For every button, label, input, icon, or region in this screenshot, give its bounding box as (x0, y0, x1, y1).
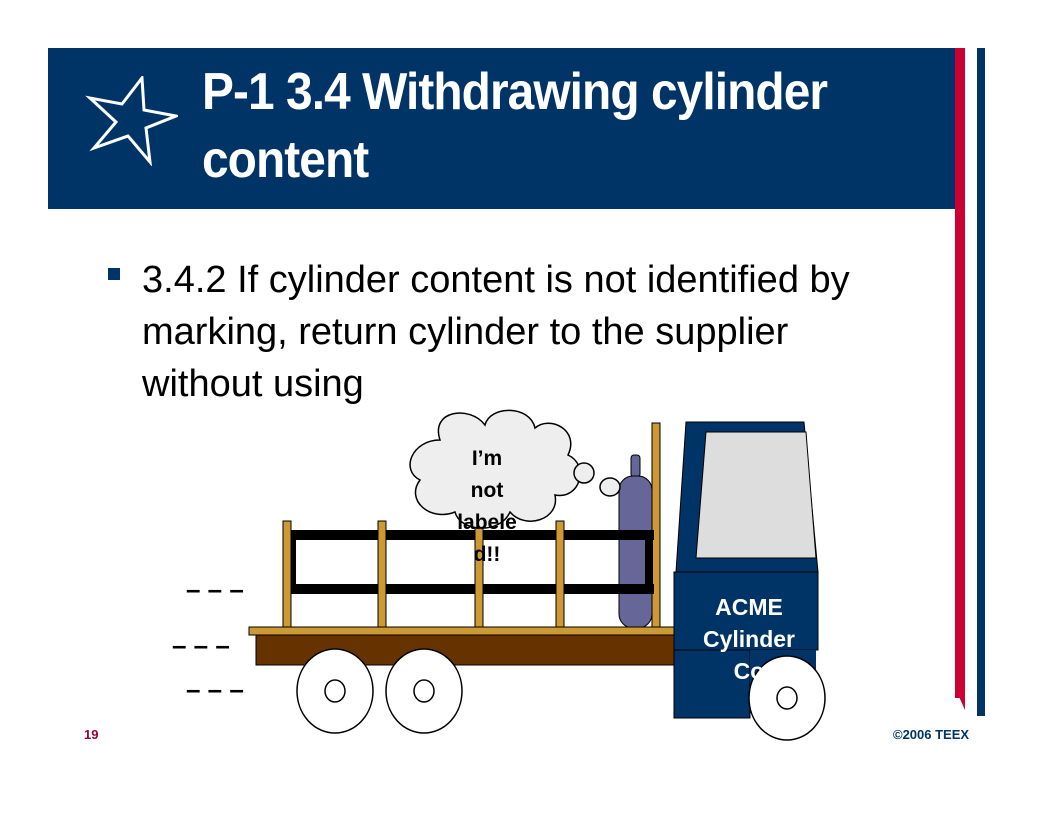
page-number: 19 (84, 727, 99, 742)
bullet-text: 3.4.2 If cylinder content is not identif… (142, 259, 850, 405)
motion-line-3: – – – (186, 674, 244, 704)
top-rail (286, 530, 654, 540)
bullet-square-icon (108, 268, 120, 280)
cab-label-line2: Cylinder (703, 626, 795, 652)
slide-title-line1: P-1 3.4 Withdrawing cylinder (202, 63, 828, 121)
bubble-text-line1: I’m (472, 447, 502, 470)
bubble-text-line2: not (471, 479, 504, 502)
rail-end (288, 535, 296, 590)
side-stripes (955, 48, 985, 716)
rail-post (282, 520, 292, 636)
wheel (296, 648, 374, 734)
copyright-notice: ©2006 TEEX (893, 727, 970, 742)
cab-label-line1: ACME (715, 594, 783, 620)
rail-post (474, 520, 484, 636)
middle-rail (286, 584, 654, 594)
slide-title-line2: content (202, 131, 369, 189)
slide-title: P-1 3.4 Withdrawing cylinder content (202, 58, 883, 194)
bubble-text-line3: labele (457, 511, 517, 534)
rail-post (651, 422, 661, 636)
motion-line-2: – – – (172, 630, 230, 660)
rail-post (555, 520, 565, 636)
bubble-text-line4: d!! (474, 543, 501, 566)
thought-bubble (409, 409, 621, 529)
motion-line-1: – – – (186, 574, 244, 604)
rail-post (377, 520, 387, 636)
bed-deck (248, 626, 680, 636)
wheel (385, 648, 463, 734)
cab-label-line3: Co (734, 658, 765, 684)
rail-end (645, 535, 653, 590)
star-icon (85, 76, 178, 166)
wheel (748, 655, 826, 741)
title-banner (48, 48, 961, 209)
